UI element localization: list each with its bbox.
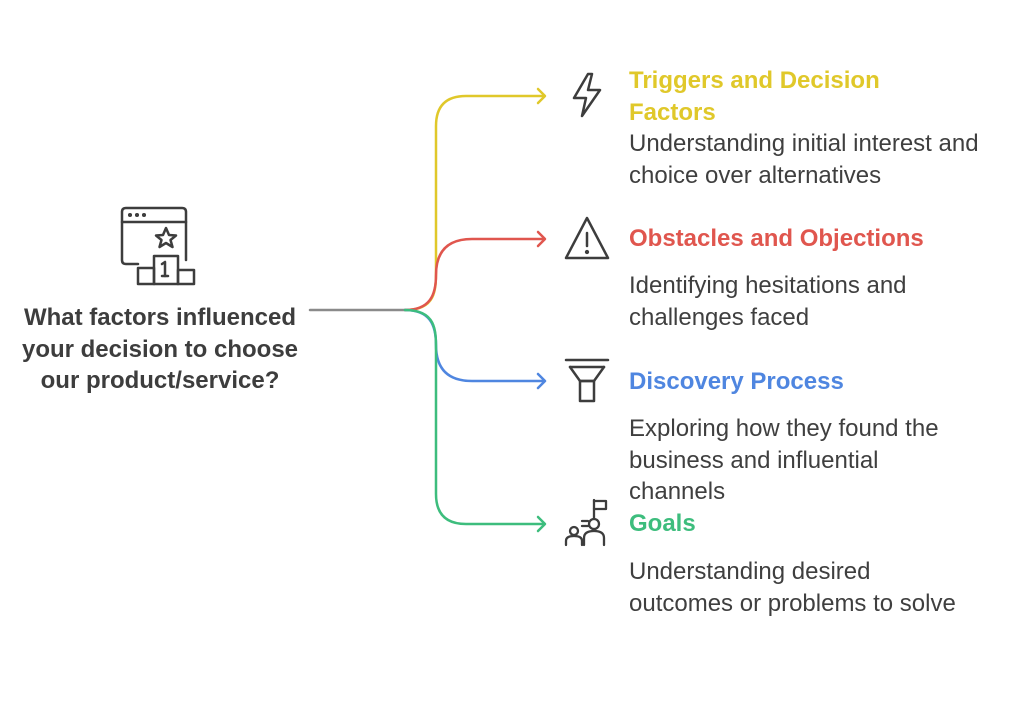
branch-title-obstacles: Obstacles and Objections <box>629 225 924 252</box>
branch-desc-goals: Understanding desired outcomes or proble… <box>629 558 956 617</box>
arrowhead-goals <box>536 515 547 533</box>
branch-desc-obstacles: Identifying hesitations and challenges f… <box>629 272 907 331</box>
root-question: What factors influenced your decision to… <box>21 304 299 394</box>
branch-title-goals: Goals <box>629 510 696 537</box>
branch-desc-discovery: Exploring how they found the business an… <box>629 415 939 505</box>
branch-title-discovery: Discovery Process <box>629 368 844 395</box>
funnel-icon <box>564 358 610 403</box>
browser-star-podium-icon <box>120 206 196 286</box>
arrowhead-obstacles <box>536 230 547 248</box>
warning-triangle-icon <box>564 216 610 260</box>
connector-triggers <box>403 94 546 312</box>
connector-discovery <box>403 308 546 383</box>
arrowhead-discovery <box>536 372 547 390</box>
branch-title-triggers: Triggers and Decision Factors <box>629 67 880 126</box>
branch-desc-triggers: Understanding initial interest and choic… <box>629 130 979 189</box>
connector-obstacles <box>403 237 546 312</box>
connector-goals <box>403 308 546 526</box>
lightning-bolt-icon <box>572 72 602 118</box>
arrowhead-triggers <box>536 87 547 105</box>
people-flag-icon <box>564 498 608 547</box>
